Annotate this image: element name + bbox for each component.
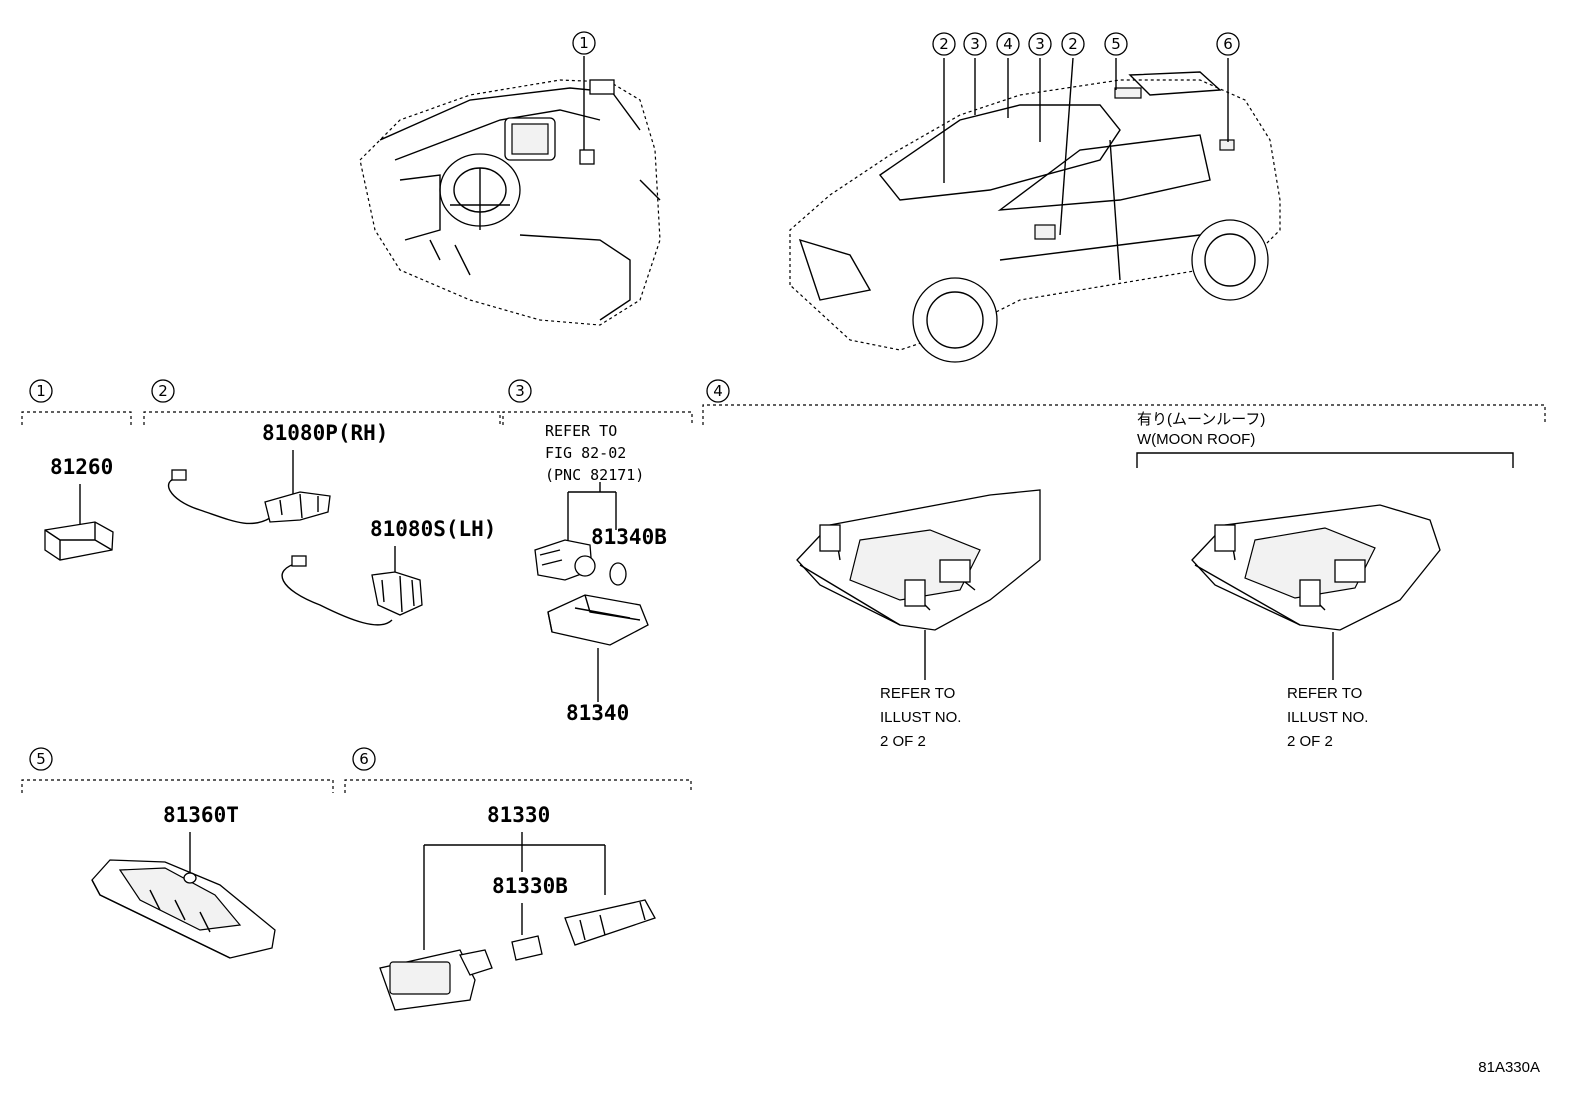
svg-text:2: 2 bbox=[1068, 35, 1078, 53]
callout-car-2: 4 bbox=[996, 32, 1020, 56]
section-5-number: 5 bbox=[36, 750, 46, 768]
car-callouts: 2 3 4 3 2 5 6 bbox=[932, 32, 1240, 236]
svg-text:3: 3 bbox=[970, 35, 980, 53]
option-jp-label: 有り(ムーンルーフ) bbox=[1137, 411, 1265, 428]
callout-dash-number: 1 bbox=[579, 34, 589, 52]
section-3-number: 3 bbox=[515, 382, 525, 400]
illustration-code: 81A330A bbox=[1478, 1059, 1540, 1076]
callout-car-1: 3 bbox=[963, 32, 987, 56]
section-2: 2 81080P(RH) 81080S(LH) bbox=[143, 379, 501, 626]
section-4-refer-left-1: REFER TO bbox=[880, 685, 955, 702]
section-4-refer-right-1: REFER TO bbox=[1287, 685, 1362, 702]
section-5: 5 81360T bbox=[21, 747, 334, 959]
section-1-number: 1 bbox=[36, 382, 46, 400]
section-3-refer-line-2: FIG 82-02 bbox=[545, 444, 626, 462]
callout-car-0: 2 bbox=[932, 32, 956, 56]
svg-text:3: 3 bbox=[1035, 35, 1045, 53]
dashboard-interior-illustration bbox=[359, 79, 661, 326]
svg-text:2: 2 bbox=[939, 35, 949, 53]
section-4-refer-right-2: ILLUST NO. bbox=[1287, 709, 1368, 726]
part-81080P-RH: 81080P(RH) bbox=[262, 421, 388, 445]
section-3-refer-line-1: REFER TO bbox=[545, 422, 617, 440]
callout-dash: 1 bbox=[572, 31, 596, 150]
option-en-label: W(MOON ROOF) bbox=[1137, 431, 1255, 448]
part-81340B: 81340B bbox=[591, 525, 667, 549]
svg-text:6: 6 bbox=[1223, 35, 1233, 53]
bulb-81340B bbox=[609, 562, 627, 586]
section-4-refer-left-2: ILLUST NO. bbox=[880, 709, 961, 726]
section-3: 3 REFER TO FIG 82-02 (PNC 82171) 81340B … bbox=[502, 379, 693, 725]
part-81360T: 81360T bbox=[163, 803, 239, 827]
section-6-number: 6 bbox=[359, 750, 369, 768]
lamp-81330-right bbox=[564, 899, 656, 946]
section-2-number: 2 bbox=[158, 382, 168, 400]
bulb-81330B bbox=[511, 935, 543, 961]
section-6: 6 81330 81330B bbox=[344, 747, 692, 1011]
svg-text:4: 4 bbox=[1003, 35, 1013, 53]
section-4-refer-right-3: 2 OF 2 bbox=[1287, 733, 1333, 750]
part-81080S-LH: 81080S(LH) bbox=[370, 517, 496, 541]
svg-text:5: 5 bbox=[1111, 35, 1121, 53]
callout-car-4: 2 bbox=[1061, 32, 1085, 56]
part-81260: 81260 bbox=[50, 455, 113, 479]
section-4-number: 4 bbox=[713, 382, 723, 400]
section-3-refer-line-3: (PNC 82171) bbox=[545, 466, 644, 484]
part-81260-shape bbox=[44, 521, 114, 561]
section-4-refer-left-3: 2 OF 2 bbox=[880, 733, 926, 750]
callout-car-3: 3 bbox=[1028, 32, 1052, 56]
part-81330B: 81330B bbox=[492, 874, 568, 898]
lamp-81340-shape bbox=[547, 594, 649, 646]
callout-car-6: 6 bbox=[1216, 32, 1240, 56]
car-exterior-illustration bbox=[789, 71, 1281, 363]
harness-rh bbox=[167, 477, 271, 525]
callout-car-5: 5 bbox=[1104, 32, 1128, 56]
part-81340: 81340 bbox=[566, 701, 629, 725]
part-81330: 81330 bbox=[487, 803, 550, 827]
section-4: 4 有り(ムーンルーフ) W(MOON ROOF) REFER TO ILLUS… bbox=[702, 379, 1546, 750]
section-1: 1 81260 bbox=[21, 379, 132, 561]
harness-lh bbox=[281, 562, 393, 626]
